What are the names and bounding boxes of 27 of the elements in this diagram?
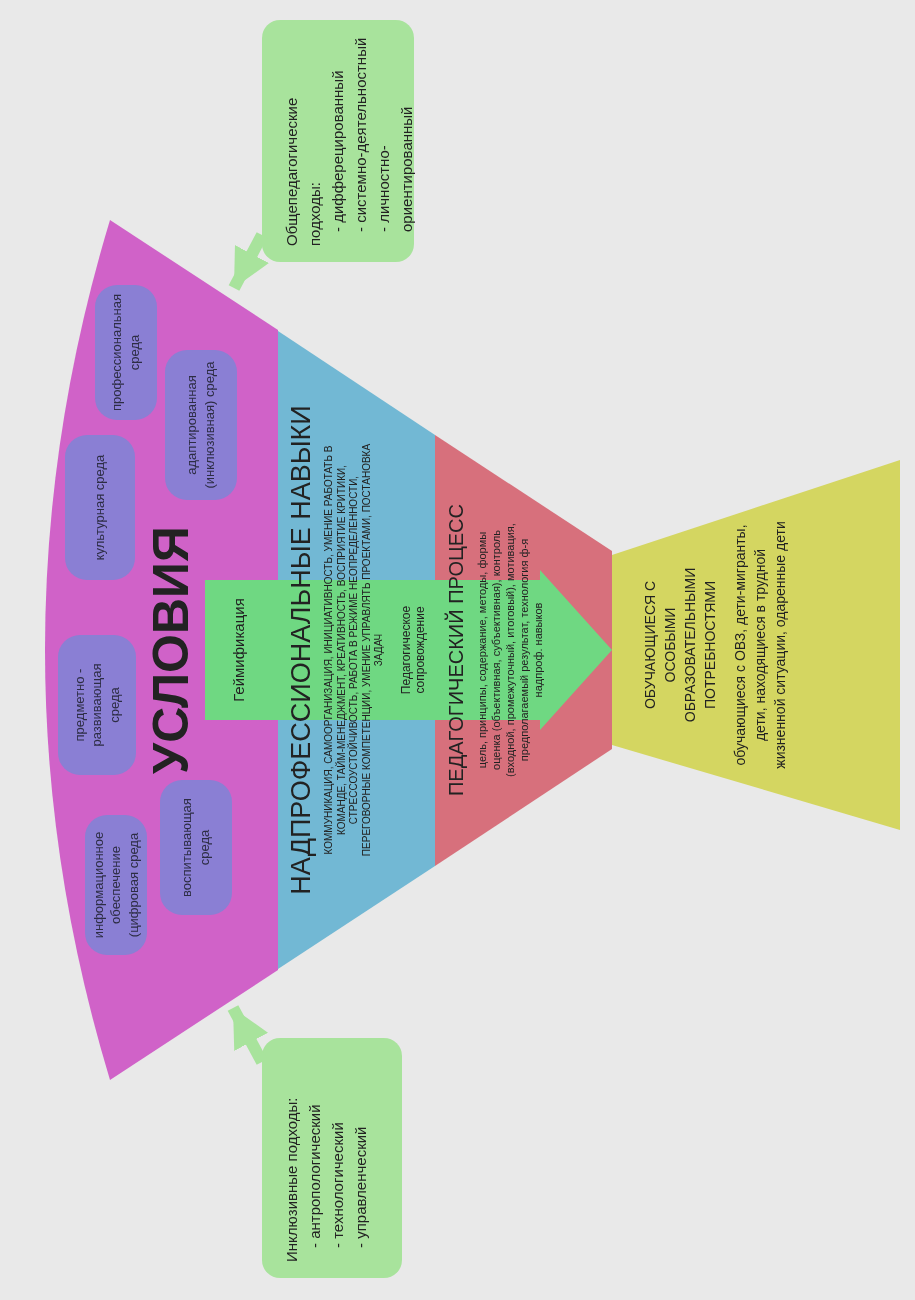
band-title: ОБУЧАЮЩИЕСЯ С ОСОБЫМИ ОБРАЗОВАТЕЛЬНЫМИ ПОТРЕБНОСТЯМИ — [641, 566, 719, 725]
environment-tag: предметно - развивающая среда — [58, 635, 136, 775]
environment-tag: информационное обеспечение (цифровая среда — [85, 815, 147, 955]
list-item: - управленческий — [351, 1125, 370, 1250]
band-text: цель, принципы, содержание, методы, формы оценка (объективная, субъективная), контроль (входной, промежуточный, итоговый), мотивация, предполагаемый результат, технология ф-я надпроф. навыков — [475, 522, 545, 778]
list-item: - дифферецированный — [328, 69, 347, 234]
pointer-arrow — [228, 232, 269, 291]
list-item: - технологический — [328, 1121, 347, 1250]
environment-tag: профессиональная среда — [95, 285, 157, 420]
list-item: - системно-деятельностный — [351, 36, 370, 234]
pointer-arrow — [227, 1005, 269, 1065]
list-item: - антропологический — [305, 1103, 324, 1250]
band-text: КОММУНИКАЦИЯ, САМООРГАНИЗАЦИЯ, ИНИЦИАТИВНОСТЬ, УМЕНИЕ РАБОТАТЬ В КОМАНДЕ, ТАЙМ-МЕНЕДЖМЕНТ, КРЕАТИВНОСТЬ, ВОСПРИЯТИЕ КРИТИКИ, СТРЕССОУСТОЙЧИВОСТЬ, РАБОТА В РЕЖИМЕ НЕОПРЕДЕЛЕННОСТИ, ПЕРЕГОВОРНЫЕ КОМПЕТЕНЦИИ, УМЕНИЕ УПРАВЛЯТЬ ПРОЕКТАМИ, ПОСТАНОВКА ЗАДАЧ — [323, 442, 385, 859]
label-box: Геймификация — [205, 580, 271, 720]
environment-tag: воспитывающая среда — [160, 780, 232, 915]
environment-tag: адаптированная (инклюзивная) среда — [165, 350, 237, 500]
callout-box — [262, 20, 414, 262]
environment-tag: культурная среда — [65, 435, 135, 580]
band-text: обучающиеся с ОВЗ, дети-мигранты, дети, находящиеся в трудной жизненной ситуации, одаренные дети — [731, 520, 789, 770]
band-title: НАДПРОФЕССИОНАЛЬНЫЕ НАВЫКИ — [286, 404, 317, 897]
list-item: - личностно-ориентированный — [374, 105, 416, 234]
band-title: УСЛОВИЯ — [143, 525, 200, 776]
label-box: Педагогическое сопровождение — [390, 580, 435, 720]
callout-heading: Общепедагогические подходы: — [282, 96, 324, 246]
callout-box — [262, 1038, 402, 1278]
band-title: ПЕДАГОГИЧЕСКИЙ ПРОЦЕСС — [445, 503, 468, 798]
callout-heading: Инклюзивные подходы: — [282, 1096, 301, 1262]
